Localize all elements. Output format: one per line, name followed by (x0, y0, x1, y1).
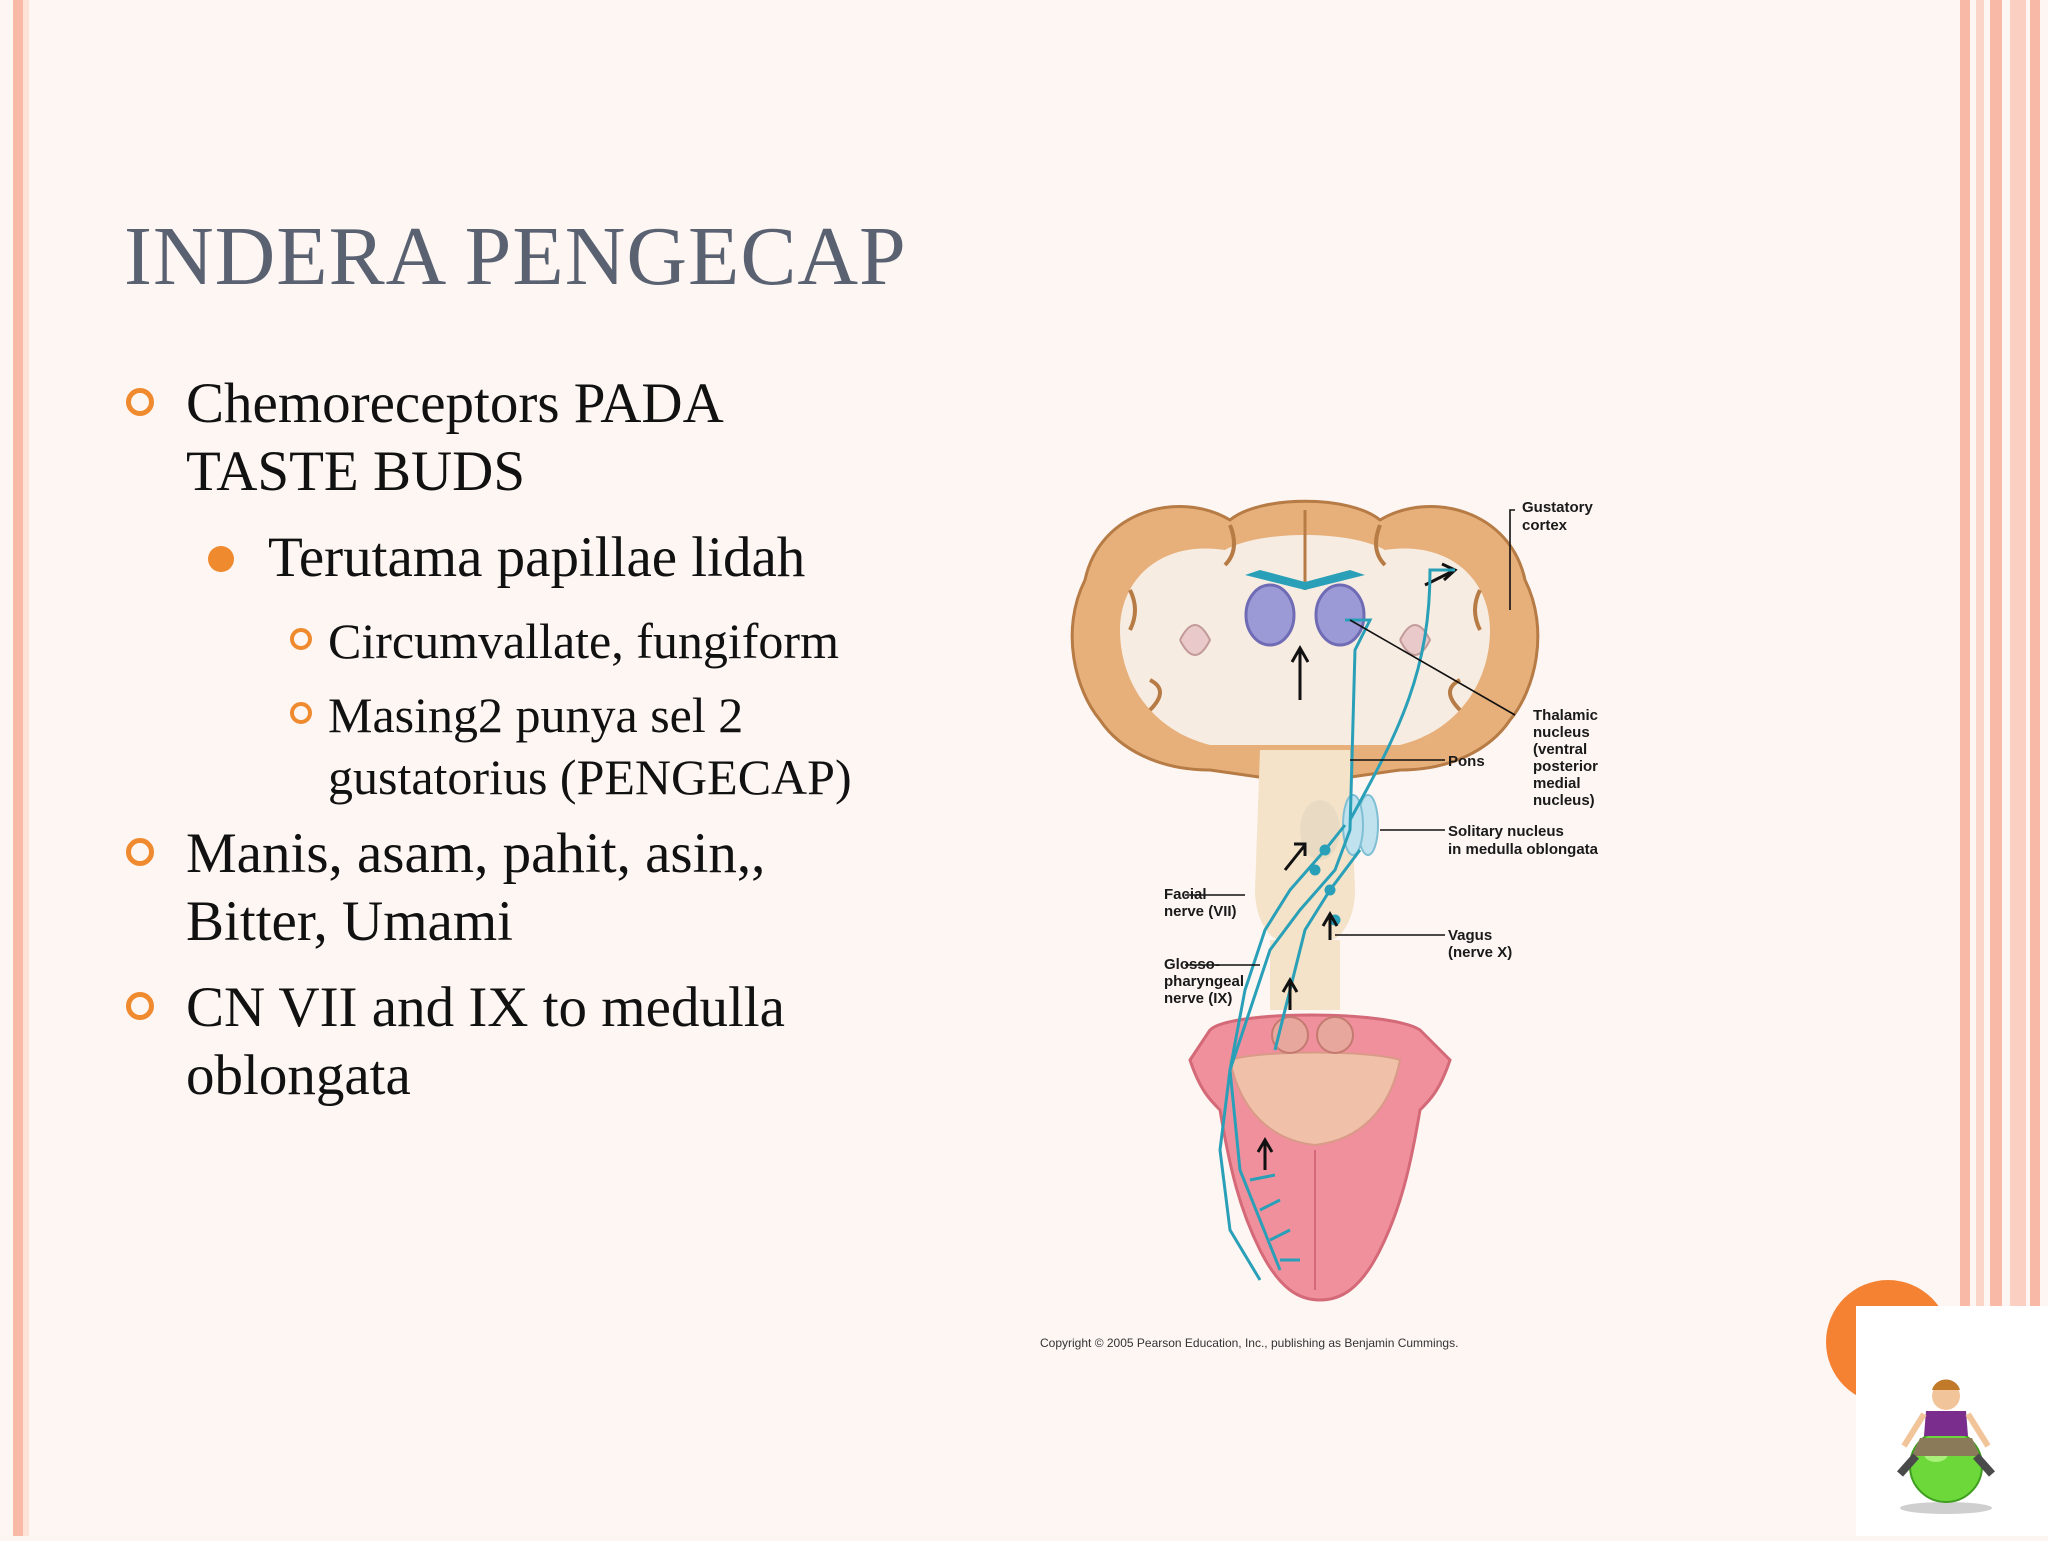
right-border-stripe (1960, 0, 1970, 1536)
label-solitary-nucleus: in medulla oblongata (1448, 841, 1599, 858)
label-glossopharyngeal-nerve: nerve (IX) (1164, 990, 1232, 1007)
figure-labels: Gustatory cortex Thalamic nucleus (ventr… (1164, 499, 1599, 1007)
left-border-stripe-light (23, 0, 29, 1536)
label-vagus-nerve: (nerve X) (1448, 944, 1512, 961)
left-border-stripe (13, 0, 23, 1536)
bullet-text: Chemoreceptors PADA TASTE BUDS (186, 372, 721, 503)
label-thalamic-nucleus: nucleus) (1533, 792, 1595, 809)
bullet-list: Chemoreceptors PADA TASTE BUDS Terutama … (120, 370, 900, 1128)
label-gustatory-cortex: cortex (1522, 517, 1568, 534)
label-facial-nerve: Facial (1164, 886, 1207, 903)
slide-title: INDERA PENGECAP (124, 210, 907, 303)
label-thalamic-nucleus: medial (1533, 775, 1581, 792)
bullet-item: Circumvallate, fungiform (120, 610, 900, 672)
label-gustatory-cortex: Gustatory (1522, 499, 1594, 516)
right-border-stripe (2010, 0, 2026, 1536)
label-glossopharyngeal-nerve: pharyngeal (1164, 973, 1244, 990)
label-thalamic-nucleus: posterior (1533, 758, 1598, 775)
character-illustration-box (1856, 1306, 2048, 1536)
ring-bullet-icon (126, 838, 154, 866)
label-thalamic-nucleus: Thalamic (1533, 707, 1598, 724)
bullet-text: Masing2 punya sel 2 gustatorius (PENGECA… (328, 687, 852, 805)
right-border-stripe (1976, 0, 1984, 1536)
ring-bullet-icon (290, 628, 312, 650)
bullet-item: Chemoreceptors PADA TASTE BUDS (120, 370, 900, 506)
ring-bullet-icon (290, 702, 312, 724)
bullet-text: Circumvallate, fungiform (328, 613, 839, 669)
ring-bullet-icon (126, 992, 154, 1020)
bullet-text: Manis, asam, pahit, asin,, Bitter, Umami (186, 822, 766, 953)
dot-bullet-icon (208, 546, 234, 572)
nerve-pathways (1218, 568, 1455, 1281)
bullet-item: CN VII and IX to medulla oblongata (120, 974, 900, 1110)
right-border-stripe (1990, 0, 2002, 1536)
label-solitary-nucleus: Solitary nucleus (1448, 823, 1564, 840)
bullet-item: Masing2 punya sel 2 gustatorius (PENGECA… (120, 684, 900, 808)
bouncing-figure-icon (1897, 1379, 1995, 1514)
tongue-illustration (1188, 1013, 1452, 1302)
label-glossopharyngeal-nerve: Glosso- (1164, 956, 1220, 973)
bullet-text: Terutama papillae lidah (268, 526, 806, 589)
label-facial-nerve: nerve (VII) (1164, 903, 1237, 920)
label-thalamic-nucleus: (ventral (1533, 741, 1587, 758)
label-pons: Pons (1448, 753, 1485, 770)
right-border-stripe (2030, 0, 2040, 1536)
label-thalamic-nucleus: nucleus (1533, 724, 1590, 741)
label-leader-lines (1185, 509, 1516, 966)
bullet-text: CN VII and IX to medulla oblongata (186, 976, 785, 1107)
gustatory-pathway-figure: Gustatory cortex Thalamic nucleus (ventr… (1040, 499, 1599, 1350)
bullet-item: Terutama papillae lidah (120, 524, 900, 592)
arrows (1256, 842, 1339, 1170)
label-vagus-nerve: Vagus (1448, 927, 1492, 944)
ring-bullet-icon (126, 388, 154, 416)
bullet-item: Manis, asam, pahit, asin,, Bitter, Umami (120, 820, 900, 956)
figure-copyright: Copyright © 2005 Pearson Education, Inc.… (1040, 1336, 1458, 1350)
